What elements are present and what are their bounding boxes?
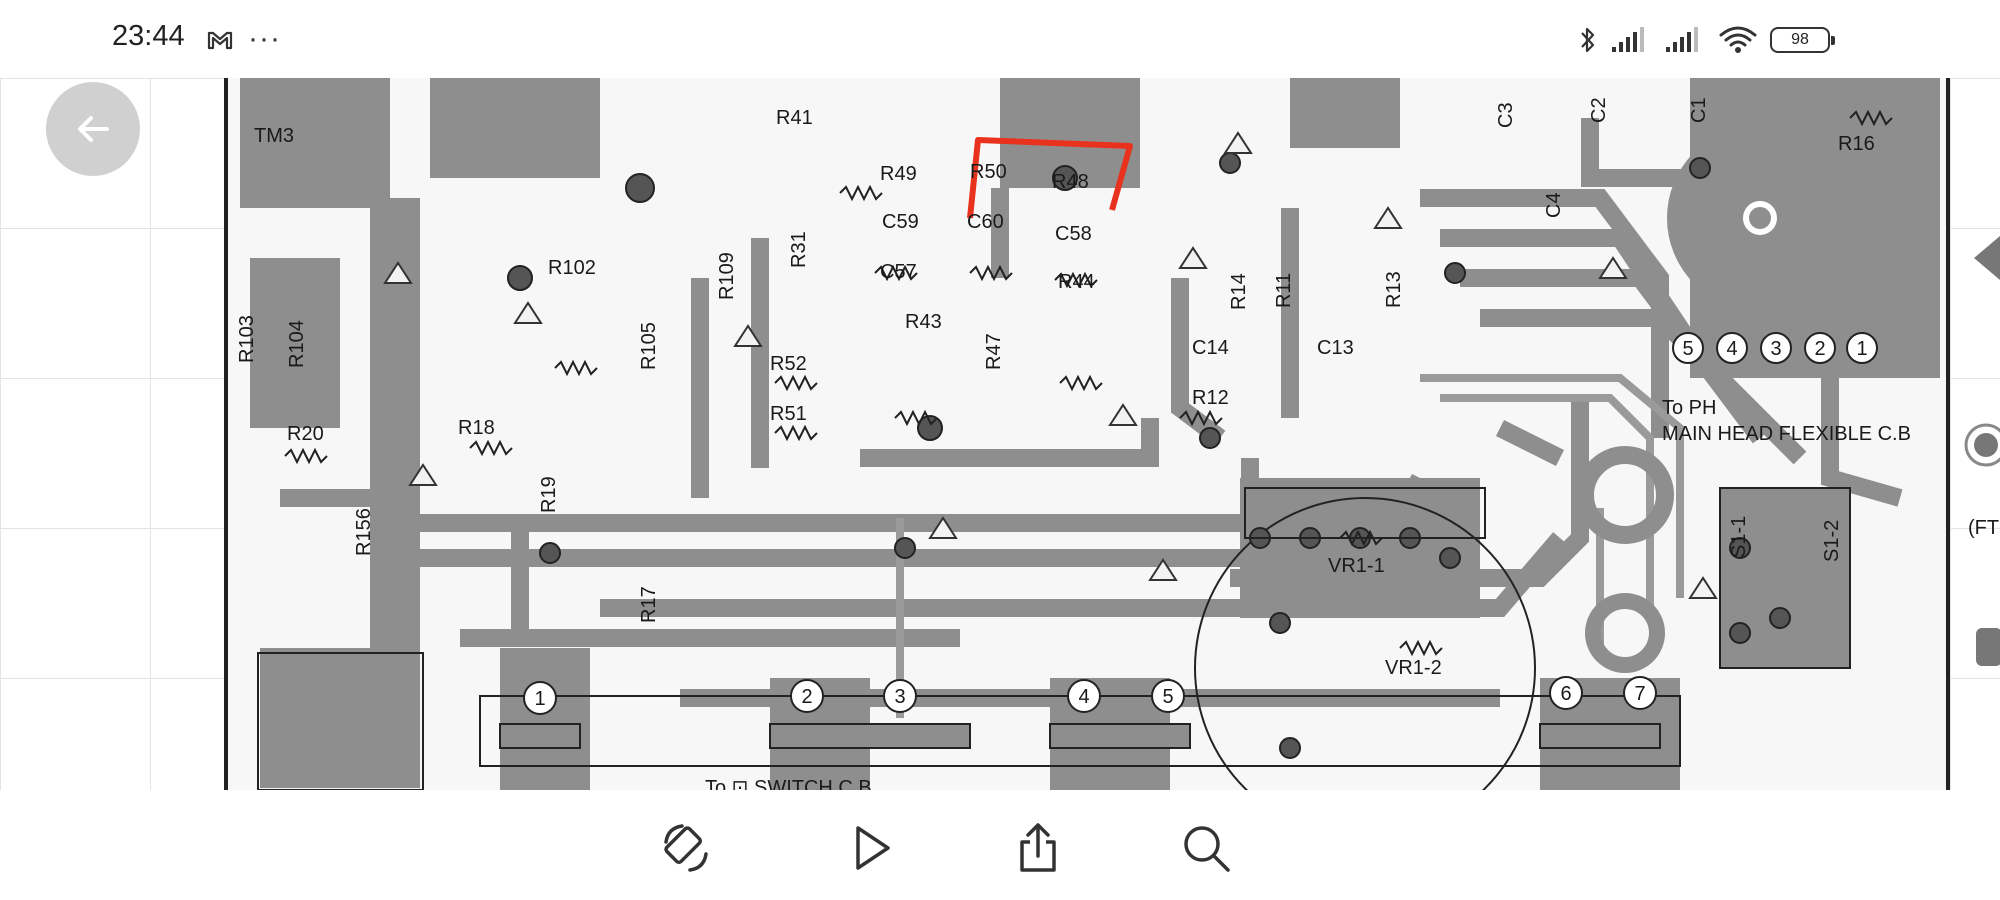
label-switch-cb: To ⊡ SWITCH C.B [705,777,872,790]
highlight-annotation [967,137,1133,219]
gmail-icon [207,31,233,50]
label-r14: R14 [1228,273,1250,310]
label-r44: R44 [1058,271,1095,293]
label-r105: R105 [638,322,660,370]
label-r43: R43 [905,311,942,333]
label-r102: R102 [548,257,596,279]
label-r12: R12 [1192,387,1229,409]
label-c2: C2 [1588,97,1610,123]
label-c1: C1 [1688,97,1710,123]
label-s1-1: S1-1 [1728,516,1750,558]
label-ft: (FT [1968,517,1999,539]
label-c57: C57 [880,261,917,283]
search-icon [1184,826,1230,872]
label-tm3: TM3 [254,125,294,147]
play-icon [856,826,890,870]
label-r18: R18 [458,417,495,439]
status-bar: 23:44 ··· 98 [0,0,2000,78]
pad-3: 3 [894,686,905,708]
label-r52: R52 [770,353,807,375]
label-c13: C13 [1317,337,1354,359]
label-to-ph: To PH [1662,397,1716,419]
battery-indicator: 98 [1770,27,1835,53]
bottom-toolbar [0,790,2000,900]
more-dots-icon: ··· [248,22,281,55]
label-r19: R19 [538,476,560,513]
label-vr1-2: VR1-2 [1385,657,1442,679]
label-c60: C60 [967,211,1004,233]
label-c59: C59 [882,211,919,233]
signal-icon [1612,27,1644,52]
search-button[interactable] [1176,818,1236,878]
label-c58: C58 [1055,223,1092,245]
share-button[interactable] [1008,818,1068,878]
status-icons: 98 [1578,22,1835,58]
label-r50: R50 [970,161,1007,183]
back-arrow-icon [78,116,109,142]
label-vr1-1: VR1-1 [1328,555,1385,577]
label-r104: R104 [286,320,308,368]
pad-r3: 3 [1770,338,1781,360]
signal-icon [1666,27,1698,52]
label-r48: R48 [1052,171,1089,193]
edge-handle-top[interactable] [1960,228,2000,288]
bluetooth-icon [1581,27,1595,53]
label-s1-2: S1-2 [1821,520,1843,562]
label-r47: R47 [983,333,1005,370]
play-button[interactable] [840,818,900,878]
wifi-icon [1719,26,1757,53]
label-r49: R49 [880,163,917,185]
label-r16: R16 [1838,133,1875,155]
label-main-head: MAIN HEAD FLEXIBLE C.B [1662,423,1911,445]
label-r103: R103 [236,315,258,363]
label-r109: R109 [716,252,738,300]
battery-level: 98 [1791,31,1809,48]
pad-r2: 2 [1814,338,1825,360]
edge-handle-middle[interactable] [1960,418,2000,472]
pad-4: 4 [1078,686,1089,708]
label-r17: R17 [638,586,660,623]
pad-7: 7 [1634,683,1645,705]
label-c3: C3 [1495,102,1517,128]
label-r41: R41 [776,107,813,129]
pad-1: 1 [534,688,545,710]
back-button[interactable] [46,82,140,176]
rotate-button[interactable] [656,818,716,878]
label-c4: C4 [1543,192,1565,218]
schematic-image[interactable]: TM3 R41 R49 R50 R48 C59 C60 C58 C57 R44 … [0,78,2000,790]
label-r20: R20 [287,423,324,445]
rotate-icon [664,824,708,872]
label-c14: C14 [1192,337,1229,359]
label-r51: R51 [770,403,807,425]
label-r11: R11 [1273,273,1295,308]
label-r13: R13 [1383,271,1405,308]
label-r156: R156 [353,508,375,556]
status-time: 23:44 [112,20,185,52]
pad-5: 5 [1162,686,1173,708]
label-r31: R31 [788,231,810,268]
image-viewer[interactable]: TM3 R41 R49 R50 R48 C59 C60 C58 C57 R44 … [0,78,2000,790]
pad-r4: 4 [1726,338,1737,360]
pad-6: 6 [1560,683,1571,705]
share-icon [1020,823,1056,872]
pad-r5: 5 [1682,338,1693,360]
edge-handle-bottom[interactable] [1960,622,2000,672]
pad-2: 2 [801,686,812,708]
pad-r1: 1 [1856,338,1867,360]
